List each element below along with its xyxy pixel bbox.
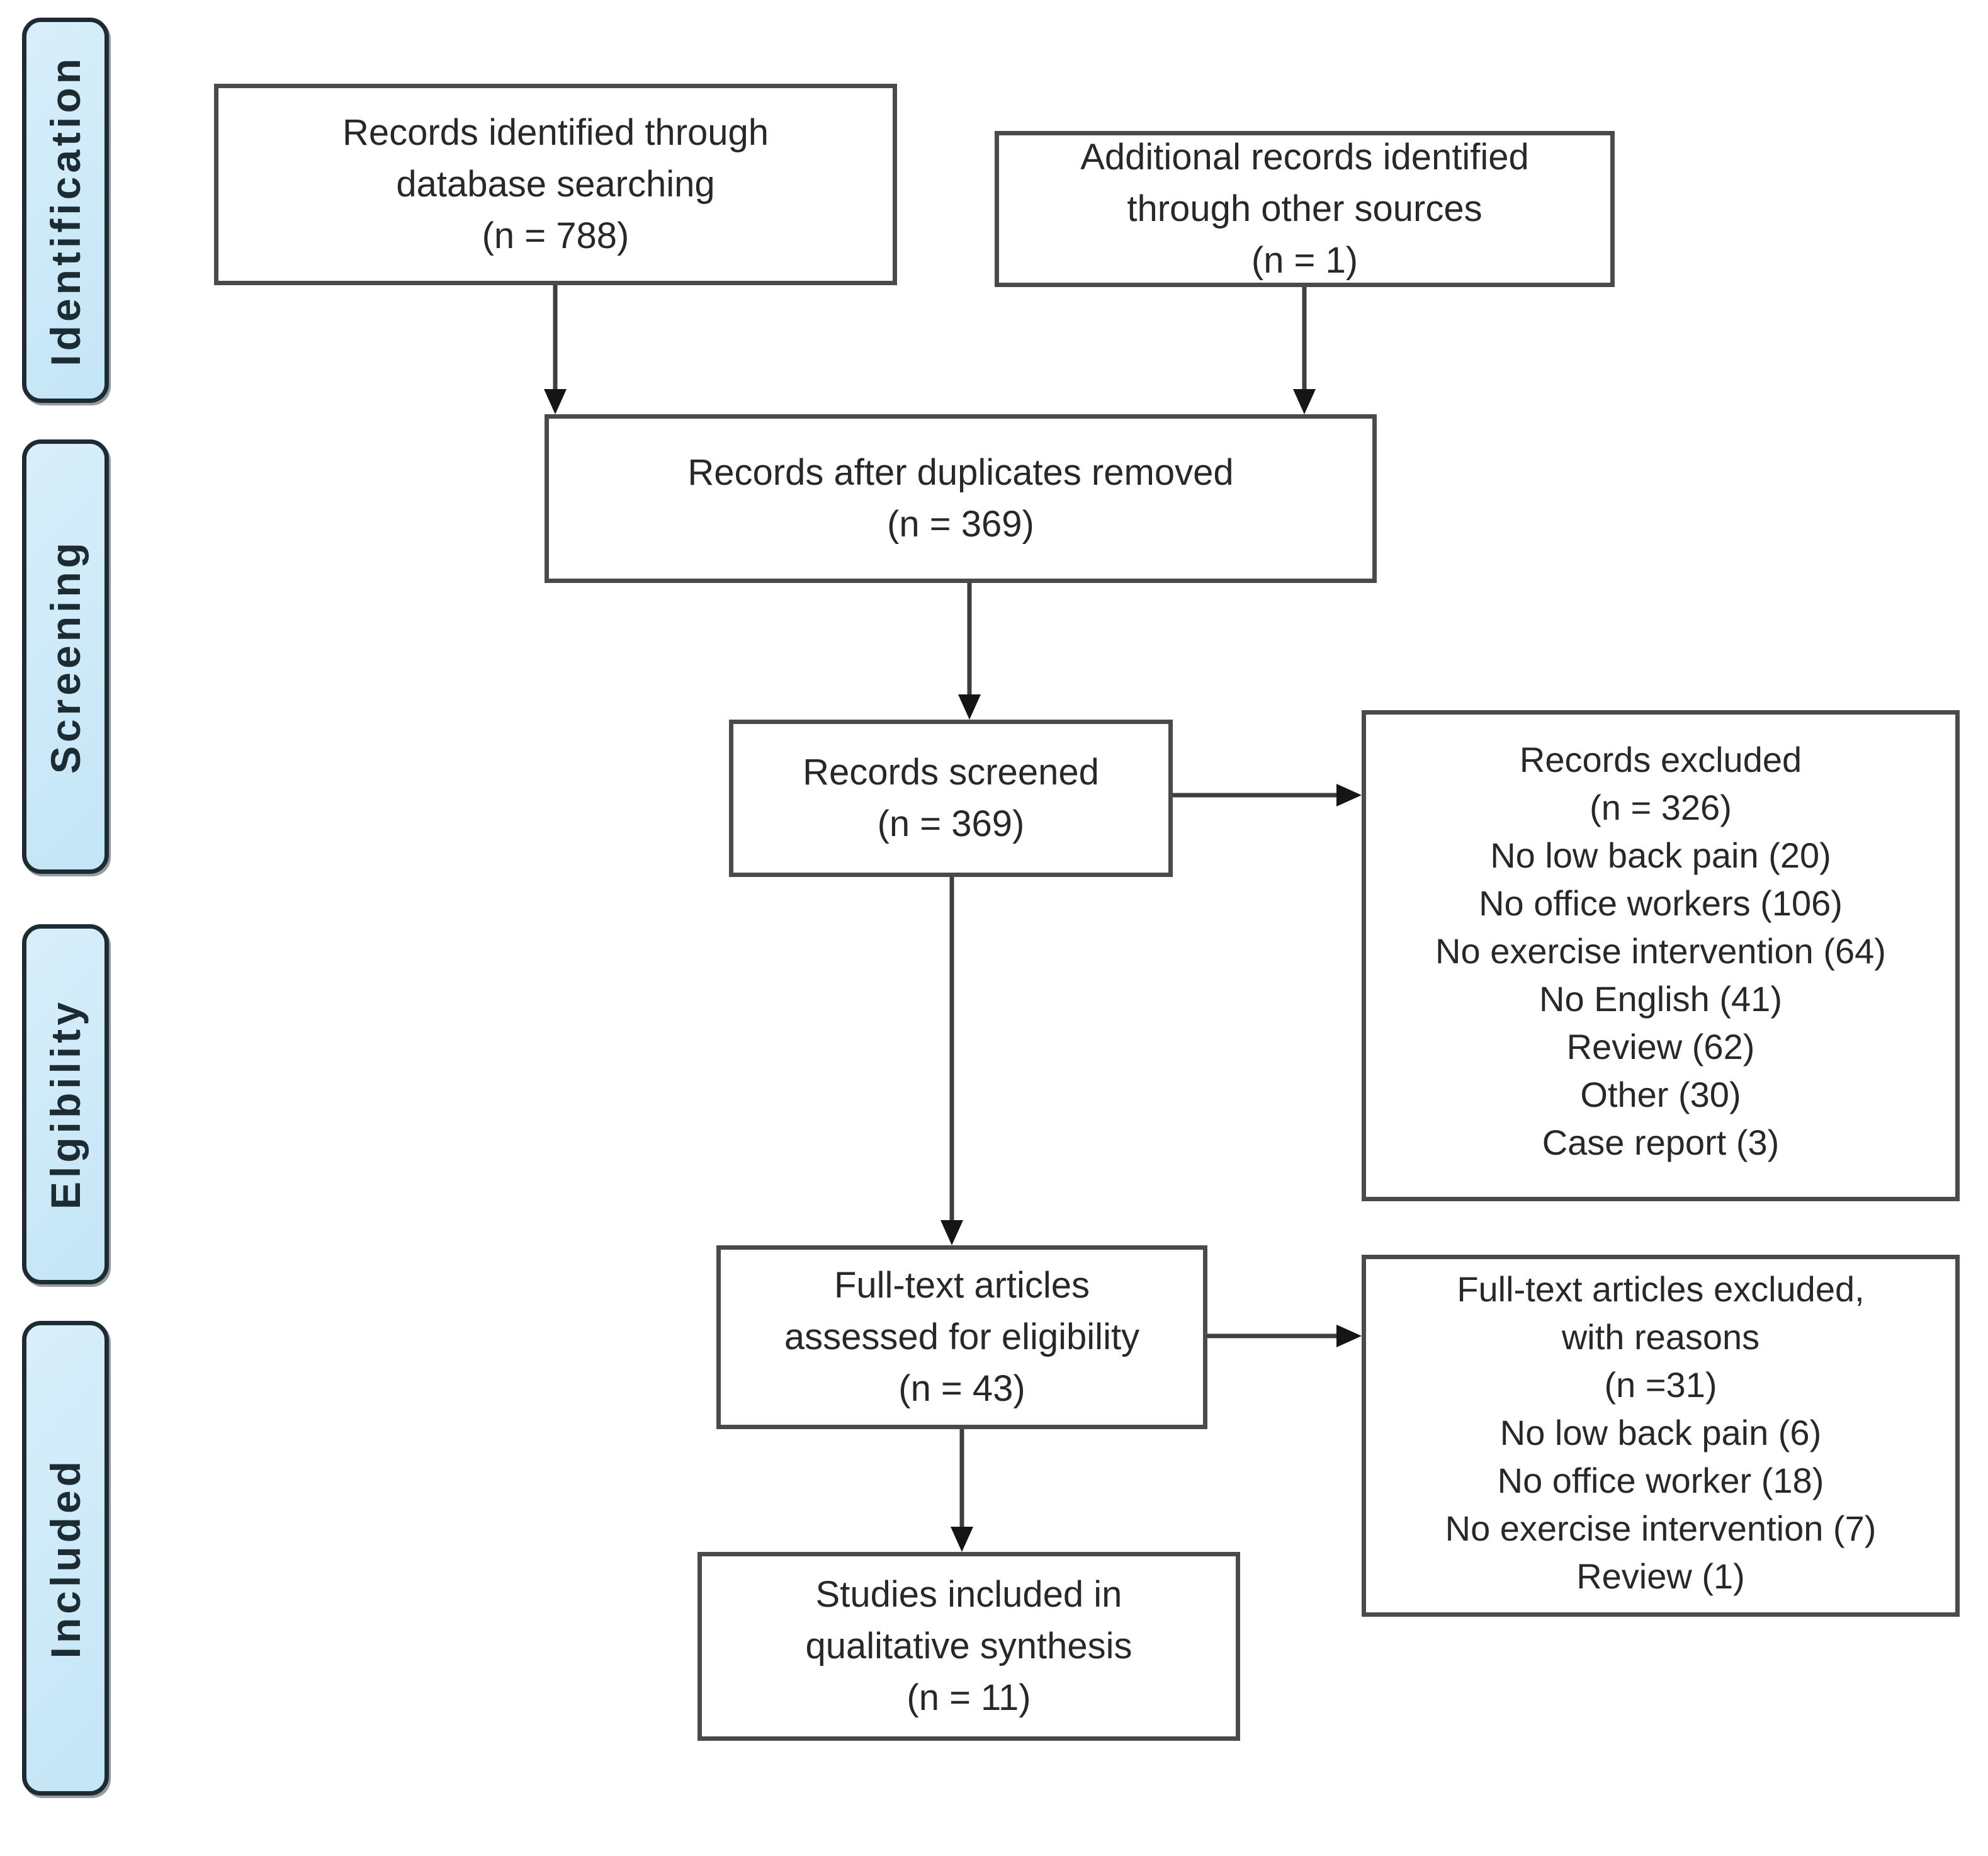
text-line: (n = 1) xyxy=(1251,240,1358,281)
text-line: Records excluded xyxy=(1519,740,1802,779)
stage-eligibility-label: Elgibility xyxy=(42,999,89,1210)
box-fulltext-assessed: Full-text articles assessed for eligibil… xyxy=(716,1245,1207,1429)
text-line: database searching xyxy=(396,164,715,205)
box-records-after-duplicates: Records after duplicates removed (n = 36… xyxy=(545,414,1377,583)
stage-included-label: Included xyxy=(42,1457,89,1659)
stage-screening: Screening xyxy=(22,439,109,874)
text-line: Studies included in xyxy=(815,1574,1122,1615)
text-line: No low back pain (6) xyxy=(1499,1413,1822,1452)
arrow-identified-to-duplicates xyxy=(544,285,567,414)
text-line: (n = 369) xyxy=(877,803,1025,844)
text-line: (n = 43) xyxy=(898,1368,1025,1409)
text-line: qualitative synthesis xyxy=(805,1626,1132,1666)
stage-identification-label: Identification xyxy=(42,54,89,366)
text-line: Review (1) xyxy=(1576,1556,1745,1596)
box-studies-included: Studies included in qualitative synthesi… xyxy=(697,1552,1240,1741)
arrow-screened-to-fulltext xyxy=(940,877,963,1245)
text-line: Records screened xyxy=(803,752,1099,793)
box-records-screened: Records screened (n = 369) xyxy=(729,720,1173,877)
arrow-fulltext-to-included xyxy=(951,1429,973,1552)
stage-included: Included xyxy=(22,1321,109,1796)
arrow-duplicates-to-screened xyxy=(958,583,981,720)
text-line: (n = 11) xyxy=(906,1677,1031,1718)
text-line: (n = 326) xyxy=(1590,788,1732,827)
text-line: No office workers (106) xyxy=(1479,883,1843,923)
text-line: (n =31) xyxy=(1604,1365,1717,1405)
box-records-excluded: Records excluded (n = 326) No low back p… xyxy=(1362,710,1960,1201)
stage-identification: Identification xyxy=(22,18,109,403)
text-line: Additional records identified xyxy=(1080,137,1529,178)
text-line: No low back pain (20) xyxy=(1490,835,1831,875)
arrow-screened-to-excluded xyxy=(1173,784,1362,806)
arrow-fulltext-to-excluded xyxy=(1207,1325,1362,1347)
text-line: No office worker (18) xyxy=(1497,1461,1824,1500)
stage-eligibility: Elgibility xyxy=(22,924,109,1284)
text-line: Case report (3) xyxy=(1542,1123,1780,1162)
box-fulltext-excluded: Full-text articles excluded, with reason… xyxy=(1362,1255,1960,1617)
text-line: No exercise intervention (7) xyxy=(1445,1508,1877,1548)
text-line: Records identified through xyxy=(342,112,769,153)
text-line: No English (41) xyxy=(1539,979,1782,1019)
text-line: Full-text articles excluded, xyxy=(1457,1269,1865,1309)
text-line: with reasons xyxy=(1561,1317,1760,1357)
text-line: (n = 788) xyxy=(482,215,630,256)
text-line: No exercise intervention (64) xyxy=(1435,931,1886,971)
text-line: (n = 369) xyxy=(887,504,1034,545)
box-records-identified: Records identified through database sear… xyxy=(214,84,897,285)
text-line: Other (30) xyxy=(1580,1075,1741,1114)
text-line: Review (62) xyxy=(1566,1027,1755,1067)
text-line: through other sources xyxy=(1127,188,1483,229)
text-line: Full-text articles xyxy=(833,1265,1090,1306)
text-line: Records after duplicates removed xyxy=(687,452,1234,493)
box-additional-records: Additional records identified through ot… xyxy=(995,131,1615,287)
stage-screening-label: Screening xyxy=(42,539,89,774)
text-line: assessed for eligibility xyxy=(784,1316,1140,1357)
arrow-additional-to-duplicates xyxy=(1293,287,1316,414)
